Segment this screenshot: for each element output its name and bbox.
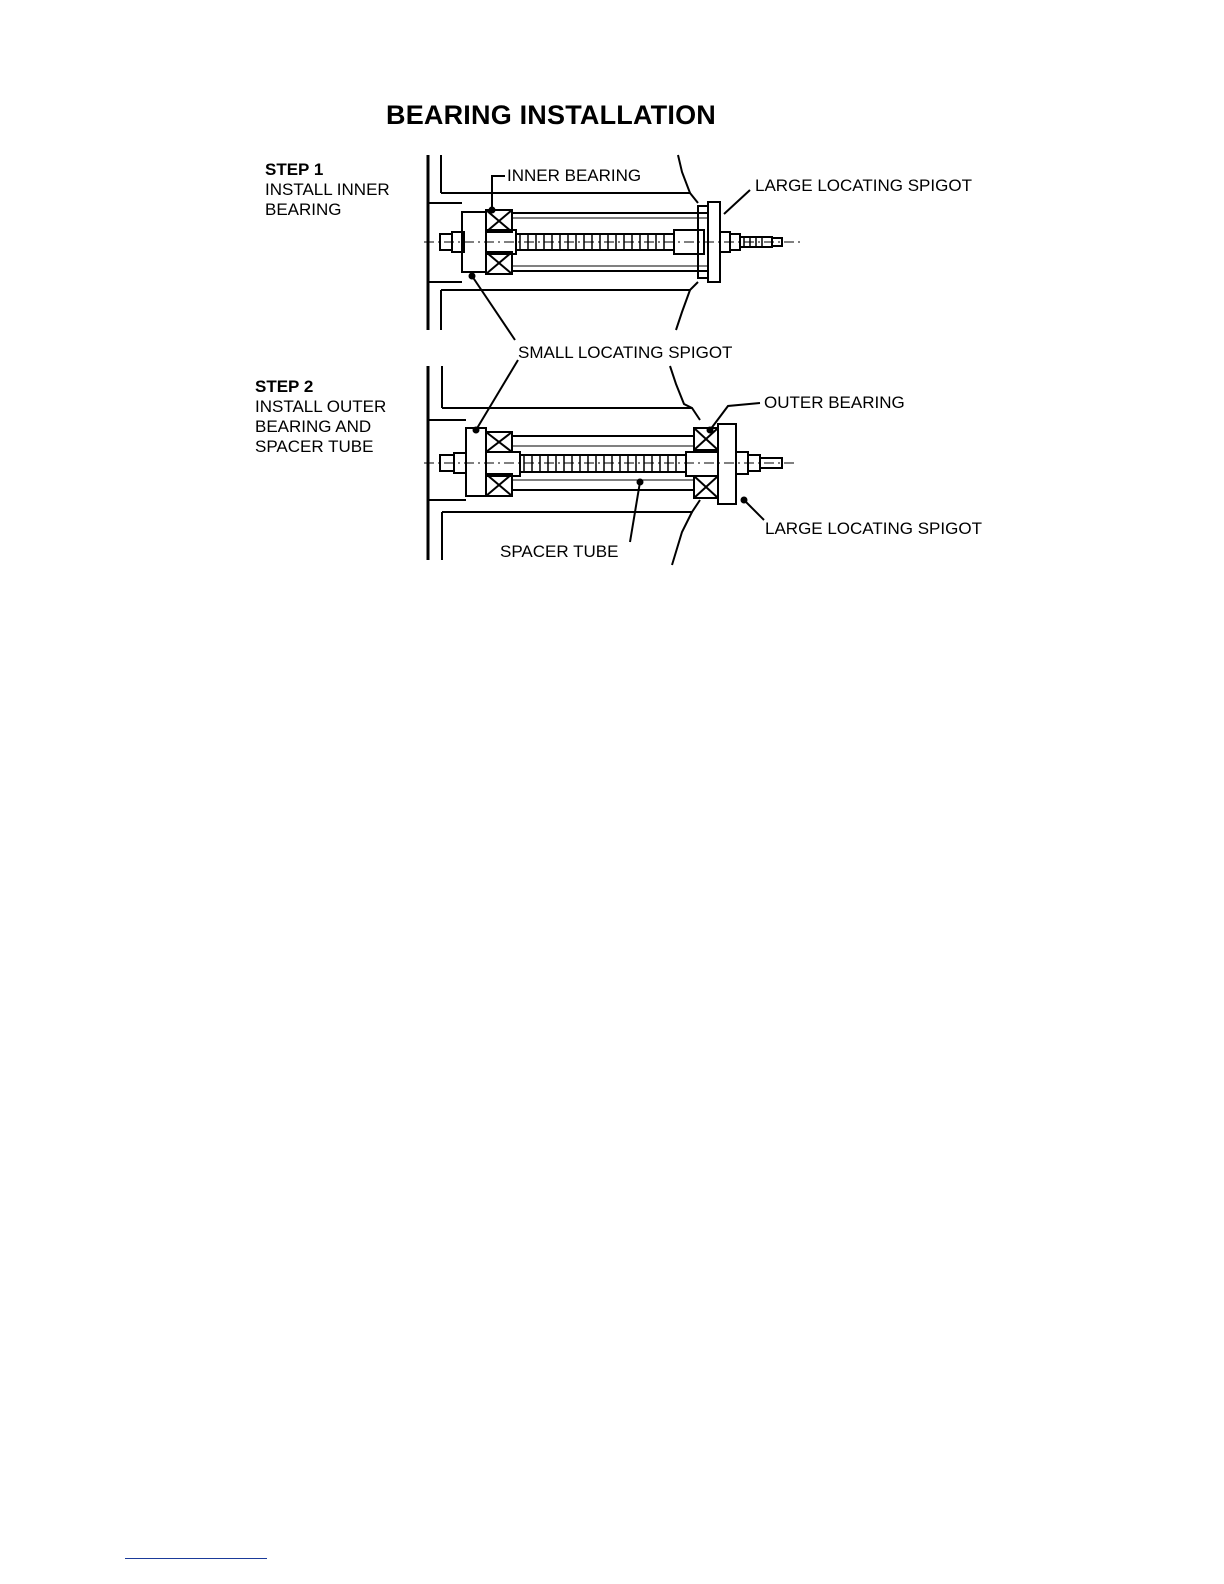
footnote-rule [125, 1558, 267, 1559]
step-1-assembly [424, 155, 800, 340]
step-2-assembly [424, 360, 796, 565]
